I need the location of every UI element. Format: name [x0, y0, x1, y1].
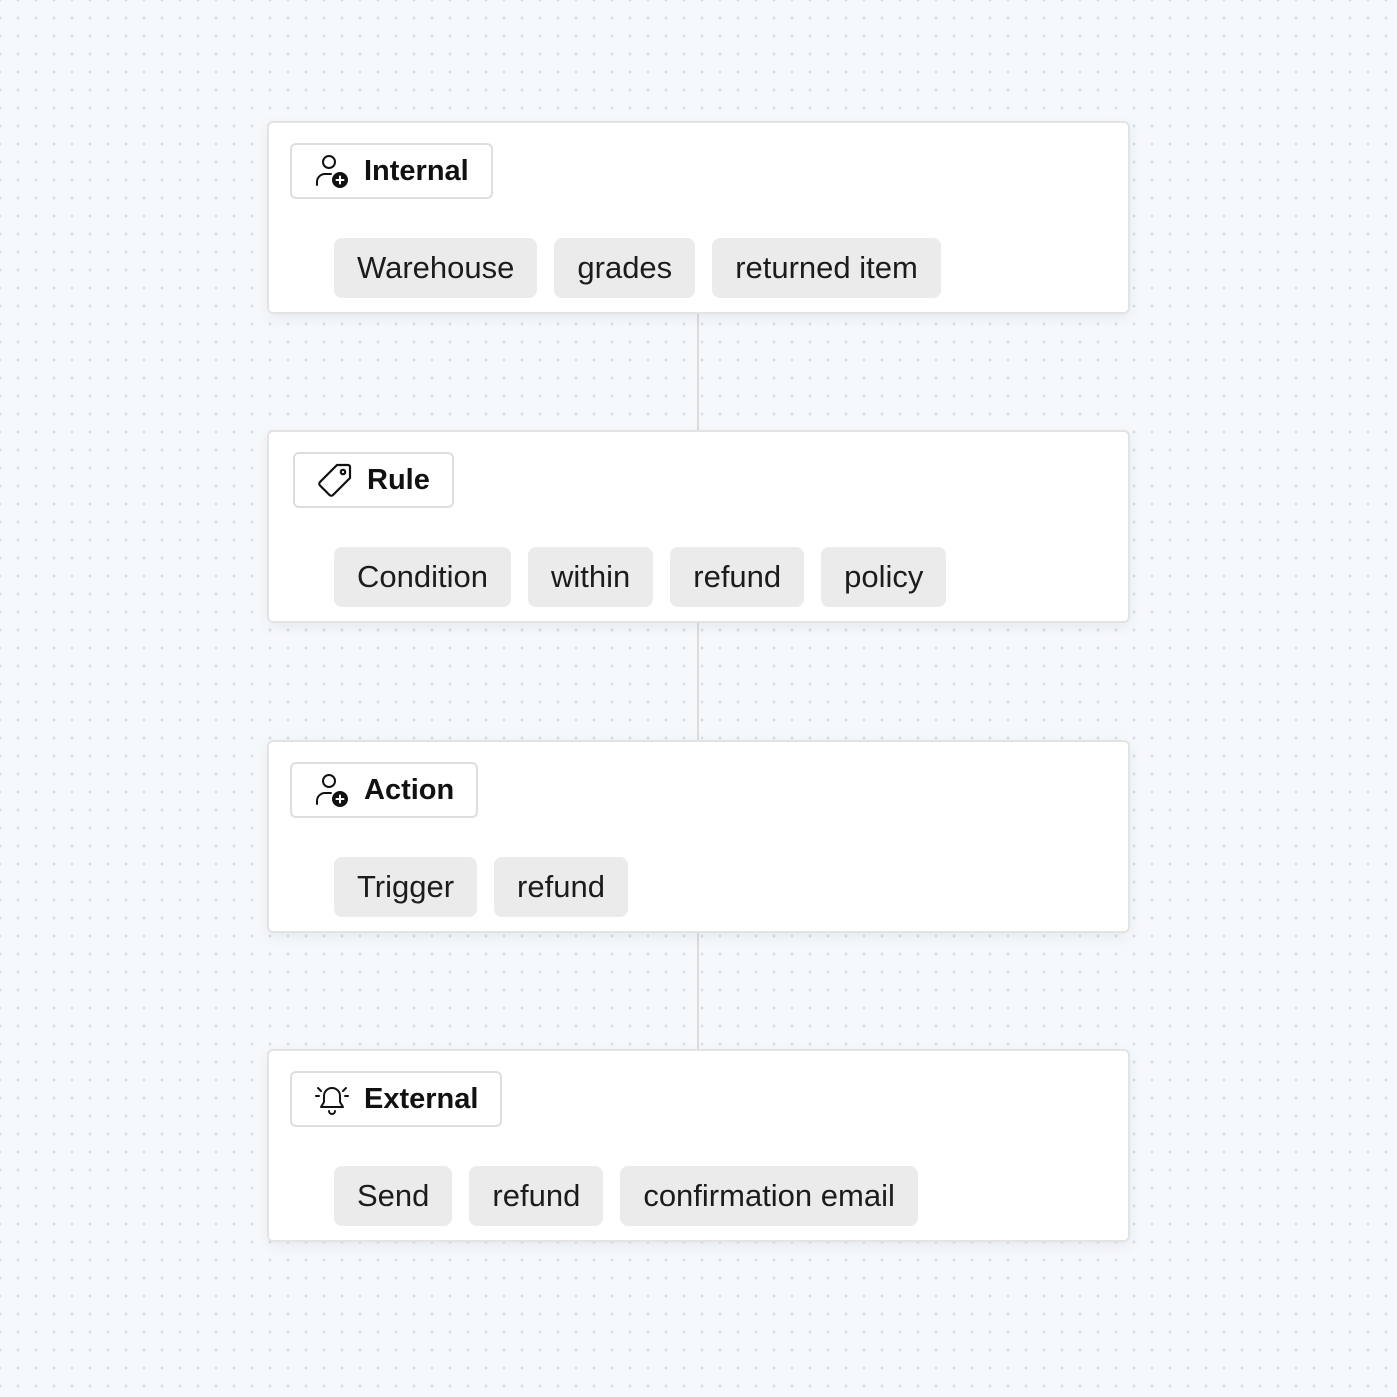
- step-title: Rule: [367, 463, 430, 496]
- tag-chip[interactable]: policy: [821, 547, 947, 607]
- tag-chip[interactable]: Send: [334, 1166, 453, 1226]
- tag-list: Warehouse grades returned item: [334, 238, 941, 298]
- bell-icon: [314, 1081, 350, 1117]
- tag-icon: [317, 462, 353, 498]
- step-header-internal[interactable]: Internal: [290, 143, 493, 199]
- tag-chip[interactable]: refund: [494, 857, 628, 917]
- tag-chip[interactable]: returned item: [712, 238, 941, 298]
- tag-chip[interactable]: within: [527, 547, 654, 607]
- step-title: Internal: [364, 154, 469, 187]
- user-add-icon: [314, 772, 350, 808]
- step-title: Action: [364, 773, 455, 806]
- tag-chip[interactable]: grades: [554, 238, 696, 298]
- tag-chip[interactable]: refund: [670, 547, 805, 607]
- tag-chip[interactable]: Warehouse: [334, 238, 538, 298]
- step-header-external[interactable]: External: [290, 1071, 503, 1127]
- connector-line: [697, 932, 699, 1050]
- connector-line: [697, 314, 699, 432]
- tag-list: Trigger refund: [334, 857, 628, 917]
- step-header-action[interactable]: Action: [290, 762, 479, 818]
- tag-chip[interactable]: Trigger: [334, 857, 478, 917]
- tag-list: Send refund confirmation email: [334, 1166, 918, 1226]
- tag-list: Condition within refund policy: [334, 547, 947, 607]
- tag-chip[interactable]: Condition: [334, 547, 511, 607]
- user-add-icon: [314, 153, 350, 189]
- step-card-rule: Rule Condition within refund policy: [267, 430, 1130, 623]
- step-card-internal: Internal Warehouse grades returned item: [267, 121, 1130, 314]
- step-card-external: External Send refund confirmation email: [267, 1049, 1130, 1242]
- step-title: External: [364, 1082, 479, 1115]
- tag-chip[interactable]: refund: [469, 1166, 604, 1226]
- step-card-action: Action Trigger refund: [267, 740, 1130, 933]
- step-header-rule[interactable]: Rule: [293, 452, 454, 508]
- tag-chip[interactable]: confirmation email: [620, 1166, 918, 1226]
- connector-line: [697, 623, 699, 741]
